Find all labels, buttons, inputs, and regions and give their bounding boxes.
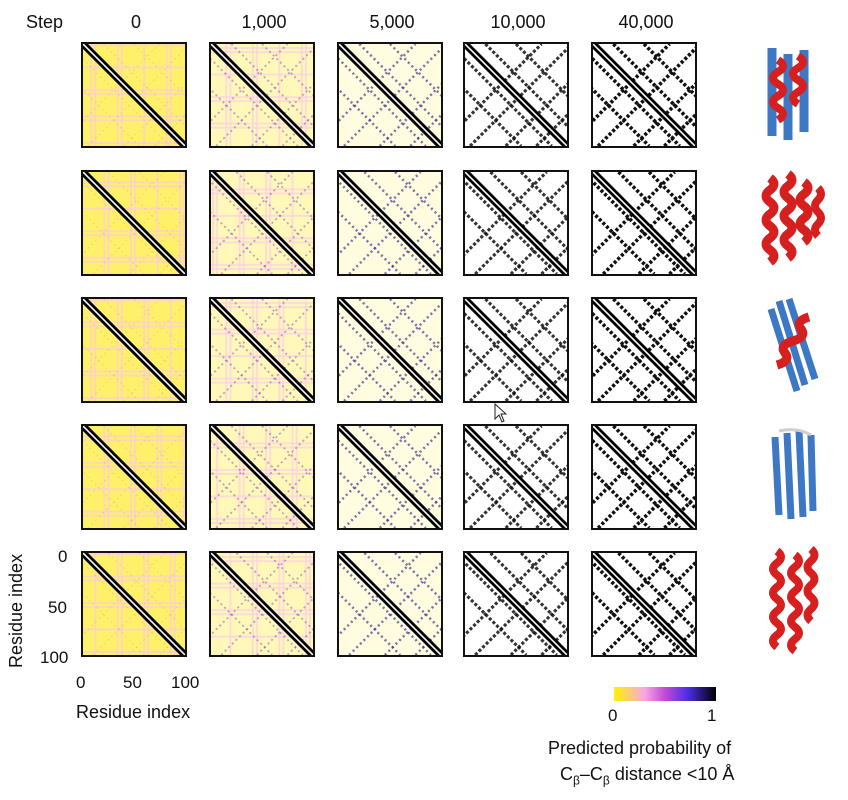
step-header-1000: 1,000 bbox=[241, 12, 287, 32]
colorbar-caption-line1: Predicted probability of bbox=[548, 738, 732, 758]
x-axis-title: Residue index bbox=[76, 702, 191, 722]
contact-map-r5-c3 bbox=[337, 551, 443, 657]
contact-map-r4-c5 bbox=[591, 424, 697, 530]
contact-map-r2-c3 bbox=[337, 170, 443, 276]
y-tick-0: 0 bbox=[58, 547, 68, 566]
contact-map-r1-c2 bbox=[209, 42, 315, 148]
step-header-10000: 10,000 bbox=[490, 12, 546, 32]
step-header-0: 0 bbox=[130, 12, 141, 32]
contact-map-r2-c1 bbox=[81, 170, 187, 276]
colorbar-min-label: 0 bbox=[608, 706, 618, 725]
contact-map-r5-c5 bbox=[591, 551, 697, 657]
y-tick-50: 50 bbox=[48, 598, 67, 617]
step-header-5000: 5,000 bbox=[369, 12, 415, 32]
contact-map-r5-c4 bbox=[463, 551, 569, 657]
contact-map-r5-c1 bbox=[81, 551, 187, 657]
arrow-cursor-icon bbox=[494, 403, 508, 423]
contact-map-r3-c2 bbox=[209, 297, 315, 403]
step-label: Step bbox=[26, 12, 64, 32]
contact-map-r2-c2 bbox=[209, 170, 315, 276]
y-axis-title: Residue index bbox=[6, 553, 26, 668]
contact-map-r2-c4 bbox=[463, 170, 569, 276]
colorbar-caption-line2: Cβ–Cβ distance <10 Å bbox=[560, 764, 735, 788]
protein-structure-row-1 bbox=[767, 48, 809, 140]
contact-map-r3-c1 bbox=[81, 297, 187, 403]
step-header-40000: 40,000 bbox=[618, 12, 674, 32]
contact-map-r4-c1 bbox=[81, 424, 187, 530]
contact-map-r1-c3 bbox=[337, 42, 443, 148]
x-tick-100: 100 bbox=[171, 673, 200, 692]
protein-structure-row-2 bbox=[761, 170, 825, 266]
contact-map-r4-c4 bbox=[463, 424, 569, 530]
protein-structure-row-3 bbox=[767, 297, 819, 393]
colorbar-max-label: 1 bbox=[707, 706, 717, 725]
y-tick-100: 100 bbox=[40, 648, 69, 667]
protein-structure-row-5 bbox=[769, 545, 819, 655]
x-tick-0: 0 bbox=[76, 673, 86, 692]
contact-map-r3-c4 bbox=[463, 297, 569, 403]
contact-map-r2-c5 bbox=[591, 170, 697, 276]
contact-map-r4-c2 bbox=[209, 424, 315, 530]
contact-map-r5-c2 bbox=[209, 551, 315, 657]
contact-map-r1-c1 bbox=[81, 42, 187, 148]
protein-structure-row-4 bbox=[771, 428, 817, 520]
contact-map-r3-c3 bbox=[337, 297, 443, 403]
contact-map-r3-c5 bbox=[591, 297, 697, 403]
probability-colorbar bbox=[614, 687, 716, 701]
contact-map-r4-c3 bbox=[337, 424, 443, 530]
x-tick-50: 50 bbox=[123, 673, 142, 692]
contact-map-r1-c5 bbox=[591, 42, 697, 148]
contact-map-r1-c4 bbox=[463, 42, 569, 148]
